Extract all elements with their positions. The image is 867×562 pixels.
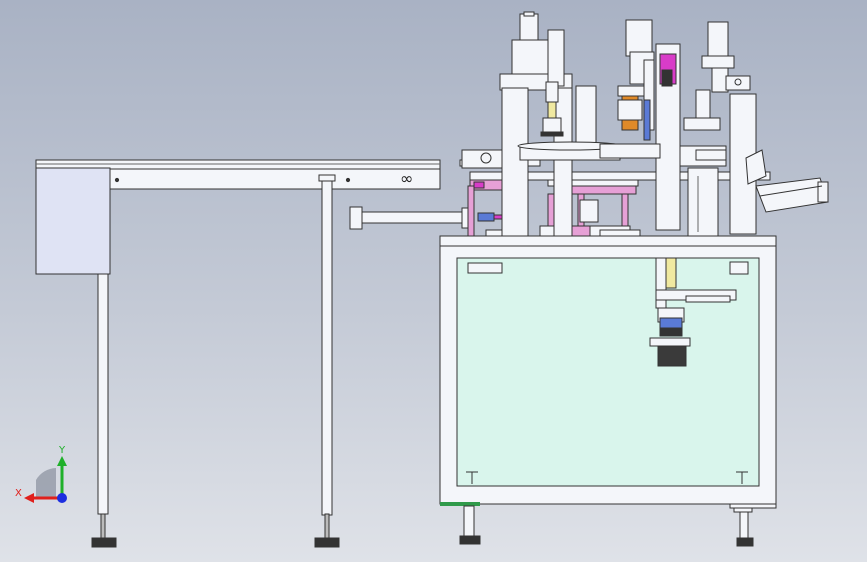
conveyor-assembly[interactable]: ∞ xyxy=(35,159,441,548)
conveyor-infinity-icon: ∞ xyxy=(400,169,413,188)
frame-label-plate xyxy=(467,262,503,274)
frame-foot-left xyxy=(459,505,481,545)
press-station-right[interactable] xyxy=(679,21,757,237)
press-station-left[interactable] xyxy=(499,11,573,237)
axis-x-label: X xyxy=(15,488,22,499)
frame-top-plate xyxy=(439,235,777,247)
frame-bottom-strip xyxy=(440,502,480,506)
press-station-middle[interactable] xyxy=(575,19,681,231)
frame-foot-right xyxy=(733,505,754,547)
pneumatic-cylinder[interactable] xyxy=(349,206,503,230)
lower-drive[interactable] xyxy=(649,257,737,367)
rotary-platters[interactable] xyxy=(517,141,727,161)
conveyor-motor-box xyxy=(35,167,111,275)
main-frame[interactable] xyxy=(439,235,777,547)
stepper-motor xyxy=(657,343,687,367)
discharge-chute[interactable] xyxy=(745,149,829,213)
conveyor-foot-right xyxy=(314,513,340,548)
conveyor-leg-left xyxy=(97,273,109,515)
conveyor-leg-right xyxy=(321,176,333,516)
axis-y-label: Y xyxy=(58,445,66,456)
conveyor-side-rail xyxy=(109,168,441,190)
axis-triad: Y X xyxy=(15,445,67,503)
conveyor-foot-left xyxy=(91,513,117,548)
